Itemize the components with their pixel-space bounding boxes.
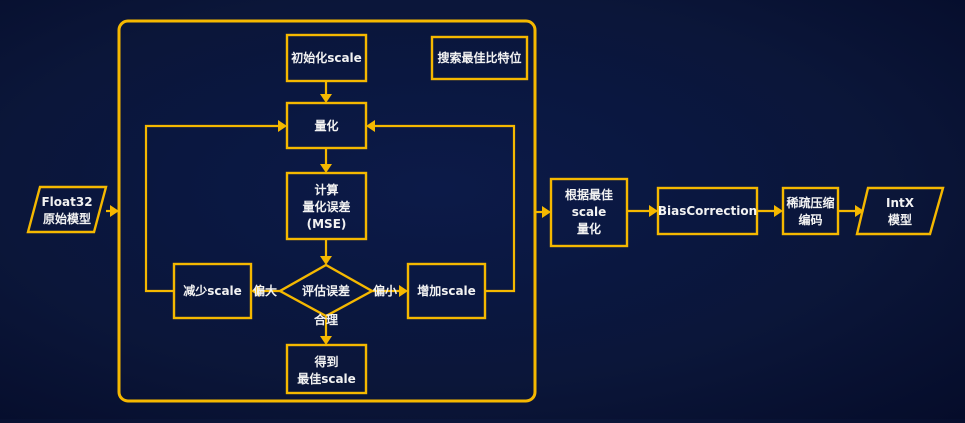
edge-decrease-to-quantize	[144, 120, 287, 293]
output-model-line2: 模型	[888, 212, 912, 227]
quantize-best-line1: 根据最佳	[565, 187, 613, 202]
quantize-best-line2: scale	[572, 205, 607, 219]
decrease-scale-label: 减少scale	[183, 283, 242, 298]
sparse-encode-line1: 稀疏压缩	[786, 195, 834, 210]
edge-quantize-best-to-bias	[627, 205, 658, 217]
compute-error-line3: (MSE)	[307, 217, 347, 231]
edge-quantize-to-compute	[320, 148, 332, 173]
best-scale-line2: 最佳scale	[297, 371, 356, 386]
node-sparse-encode: 稀疏压缩 编码	[781, 186, 840, 236]
edge-compute-to-evaluate	[320, 239, 332, 265]
edge-group-to-quantize-best	[535, 206, 551, 218]
edge-increase-to-quantize	[366, 120, 516, 293]
node-output-model: IntX 模型	[855, 186, 945, 236]
node-evaluate-error: 评估误差	[277, 263, 375, 318]
edge-label-reasonable: 合理	[314, 312, 338, 327]
quantize-label: 量化	[314, 118, 338, 133]
edge-evaluate-to-increase	[372, 285, 408, 297]
node-input-model: Float32 原始模型	[26, 185, 108, 234]
edge-label-too-small: 偏小	[373, 283, 397, 298]
input-model-line1: Float32	[41, 195, 92, 209]
input-model-line2: 原始模型	[43, 211, 91, 226]
node-bias-correction: BiasCorrection	[656, 186, 759, 236]
search-bits-label: 搜索最佳比特位	[437, 50, 521, 65]
node-compute-error: 计算 量化误差 (MSE)	[285, 171, 368, 241]
edge-sparse-to-output	[838, 205, 864, 217]
best-scale-line1: 得到	[313, 354, 338, 369]
edge-init-to-quantize	[320, 81, 332, 103]
init-scale-label: 初始化scale	[291, 50, 362, 65]
node-best-scale: 得到 最佳scale	[285, 343, 368, 395]
quantize-best-line3: 量化	[577, 221, 601, 236]
edge-label-too-large: 偏大	[253, 283, 277, 298]
node-search-bits: 搜索最佳比特位	[430, 35, 529, 81]
edge-evaluate-to-decrease	[251, 285, 280, 297]
sparse-encode-line2: 编码	[797, 212, 822, 227]
bias-correction-label: BiasCorrection	[658, 204, 757, 218]
compute-error-line1: 计算	[314, 182, 338, 197]
compute-error-line2: 量化误差	[302, 199, 350, 214]
increase-scale-label: 增加scale	[417, 283, 476, 298]
evaluate-error-label: 评估误差	[302, 283, 350, 298]
node-increase-scale: 增加scale	[406, 262, 487, 320]
edge-bias-to-sparse	[757, 205, 783, 217]
output-model-line1: IntX	[886, 196, 915, 210]
node-init-scale: 初始化scale	[285, 33, 368, 83]
edge-input-to-group	[106, 205, 119, 217]
edge-evaluate-to-best	[320, 316, 332, 345]
node-quantize: 量化	[285, 101, 368, 150]
node-decrease-scale: 减少scale	[172, 262, 253, 320]
node-quantize-best: 根据最佳 scale 量化	[549, 177, 629, 248]
